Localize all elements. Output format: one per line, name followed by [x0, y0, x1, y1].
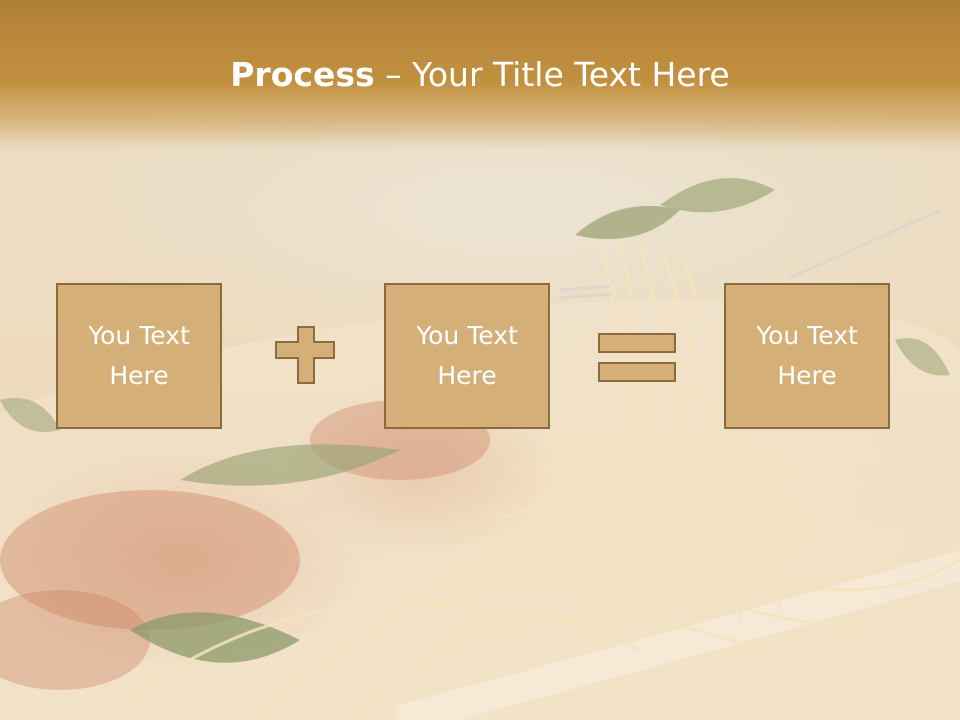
- slide-title: Process – Your Title Text Here: [0, 50, 960, 100]
- title-band: [0, 0, 960, 150]
- process-box-3[interactable]: You Text Here: [724, 283, 890, 429]
- process-box-1[interactable]: You Text Here: [56, 283, 222, 429]
- title-bold-part: Process: [230, 55, 375, 94]
- title-rest-part: – Your Title Text Here: [374, 55, 730, 94]
- process-box-2[interactable]: You Text Here: [384, 283, 550, 429]
